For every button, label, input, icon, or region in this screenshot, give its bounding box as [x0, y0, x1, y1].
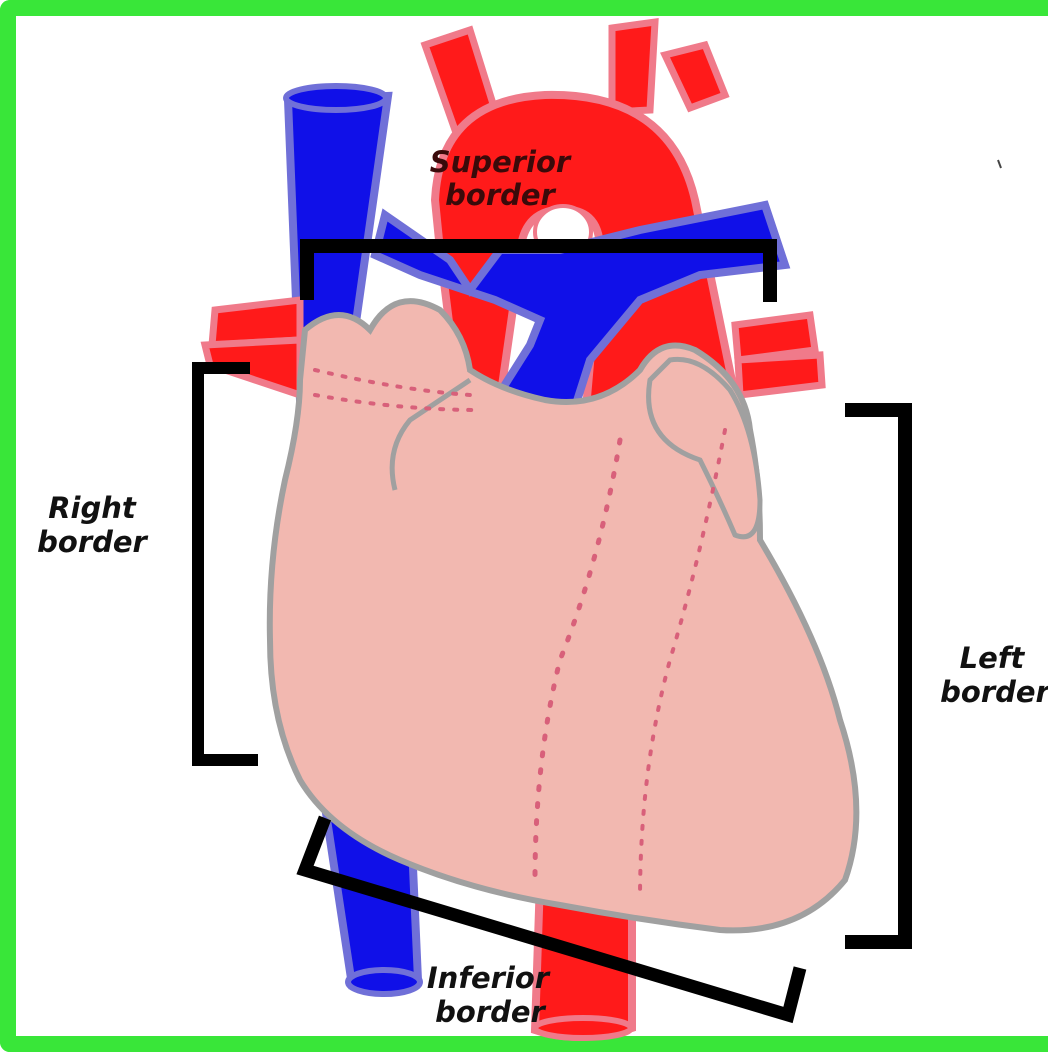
left-border-label-line1: Left	[960, 641, 1026, 675]
left-pulmonary-vessels	[735, 315, 822, 395]
right-border-label-line2: border	[37, 525, 148, 559]
right-border-bracket	[198, 368, 258, 760]
superior-border-label-line2: border	[445, 178, 556, 212]
right-pulmonary-vessels	[205, 300, 300, 395]
inferior-border-label-line2: border	[435, 995, 546, 1029]
inferior-border-label-line1: Inferior	[427, 961, 551, 995]
right-border-label-line1: Right	[48, 491, 137, 525]
stray-mark	[998, 160, 1001, 168]
left-border-label-line2: border	[940, 675, 1048, 709]
left-border-bracket	[845, 410, 905, 942]
superior-border-label-line1: Superior	[430, 145, 572, 179]
